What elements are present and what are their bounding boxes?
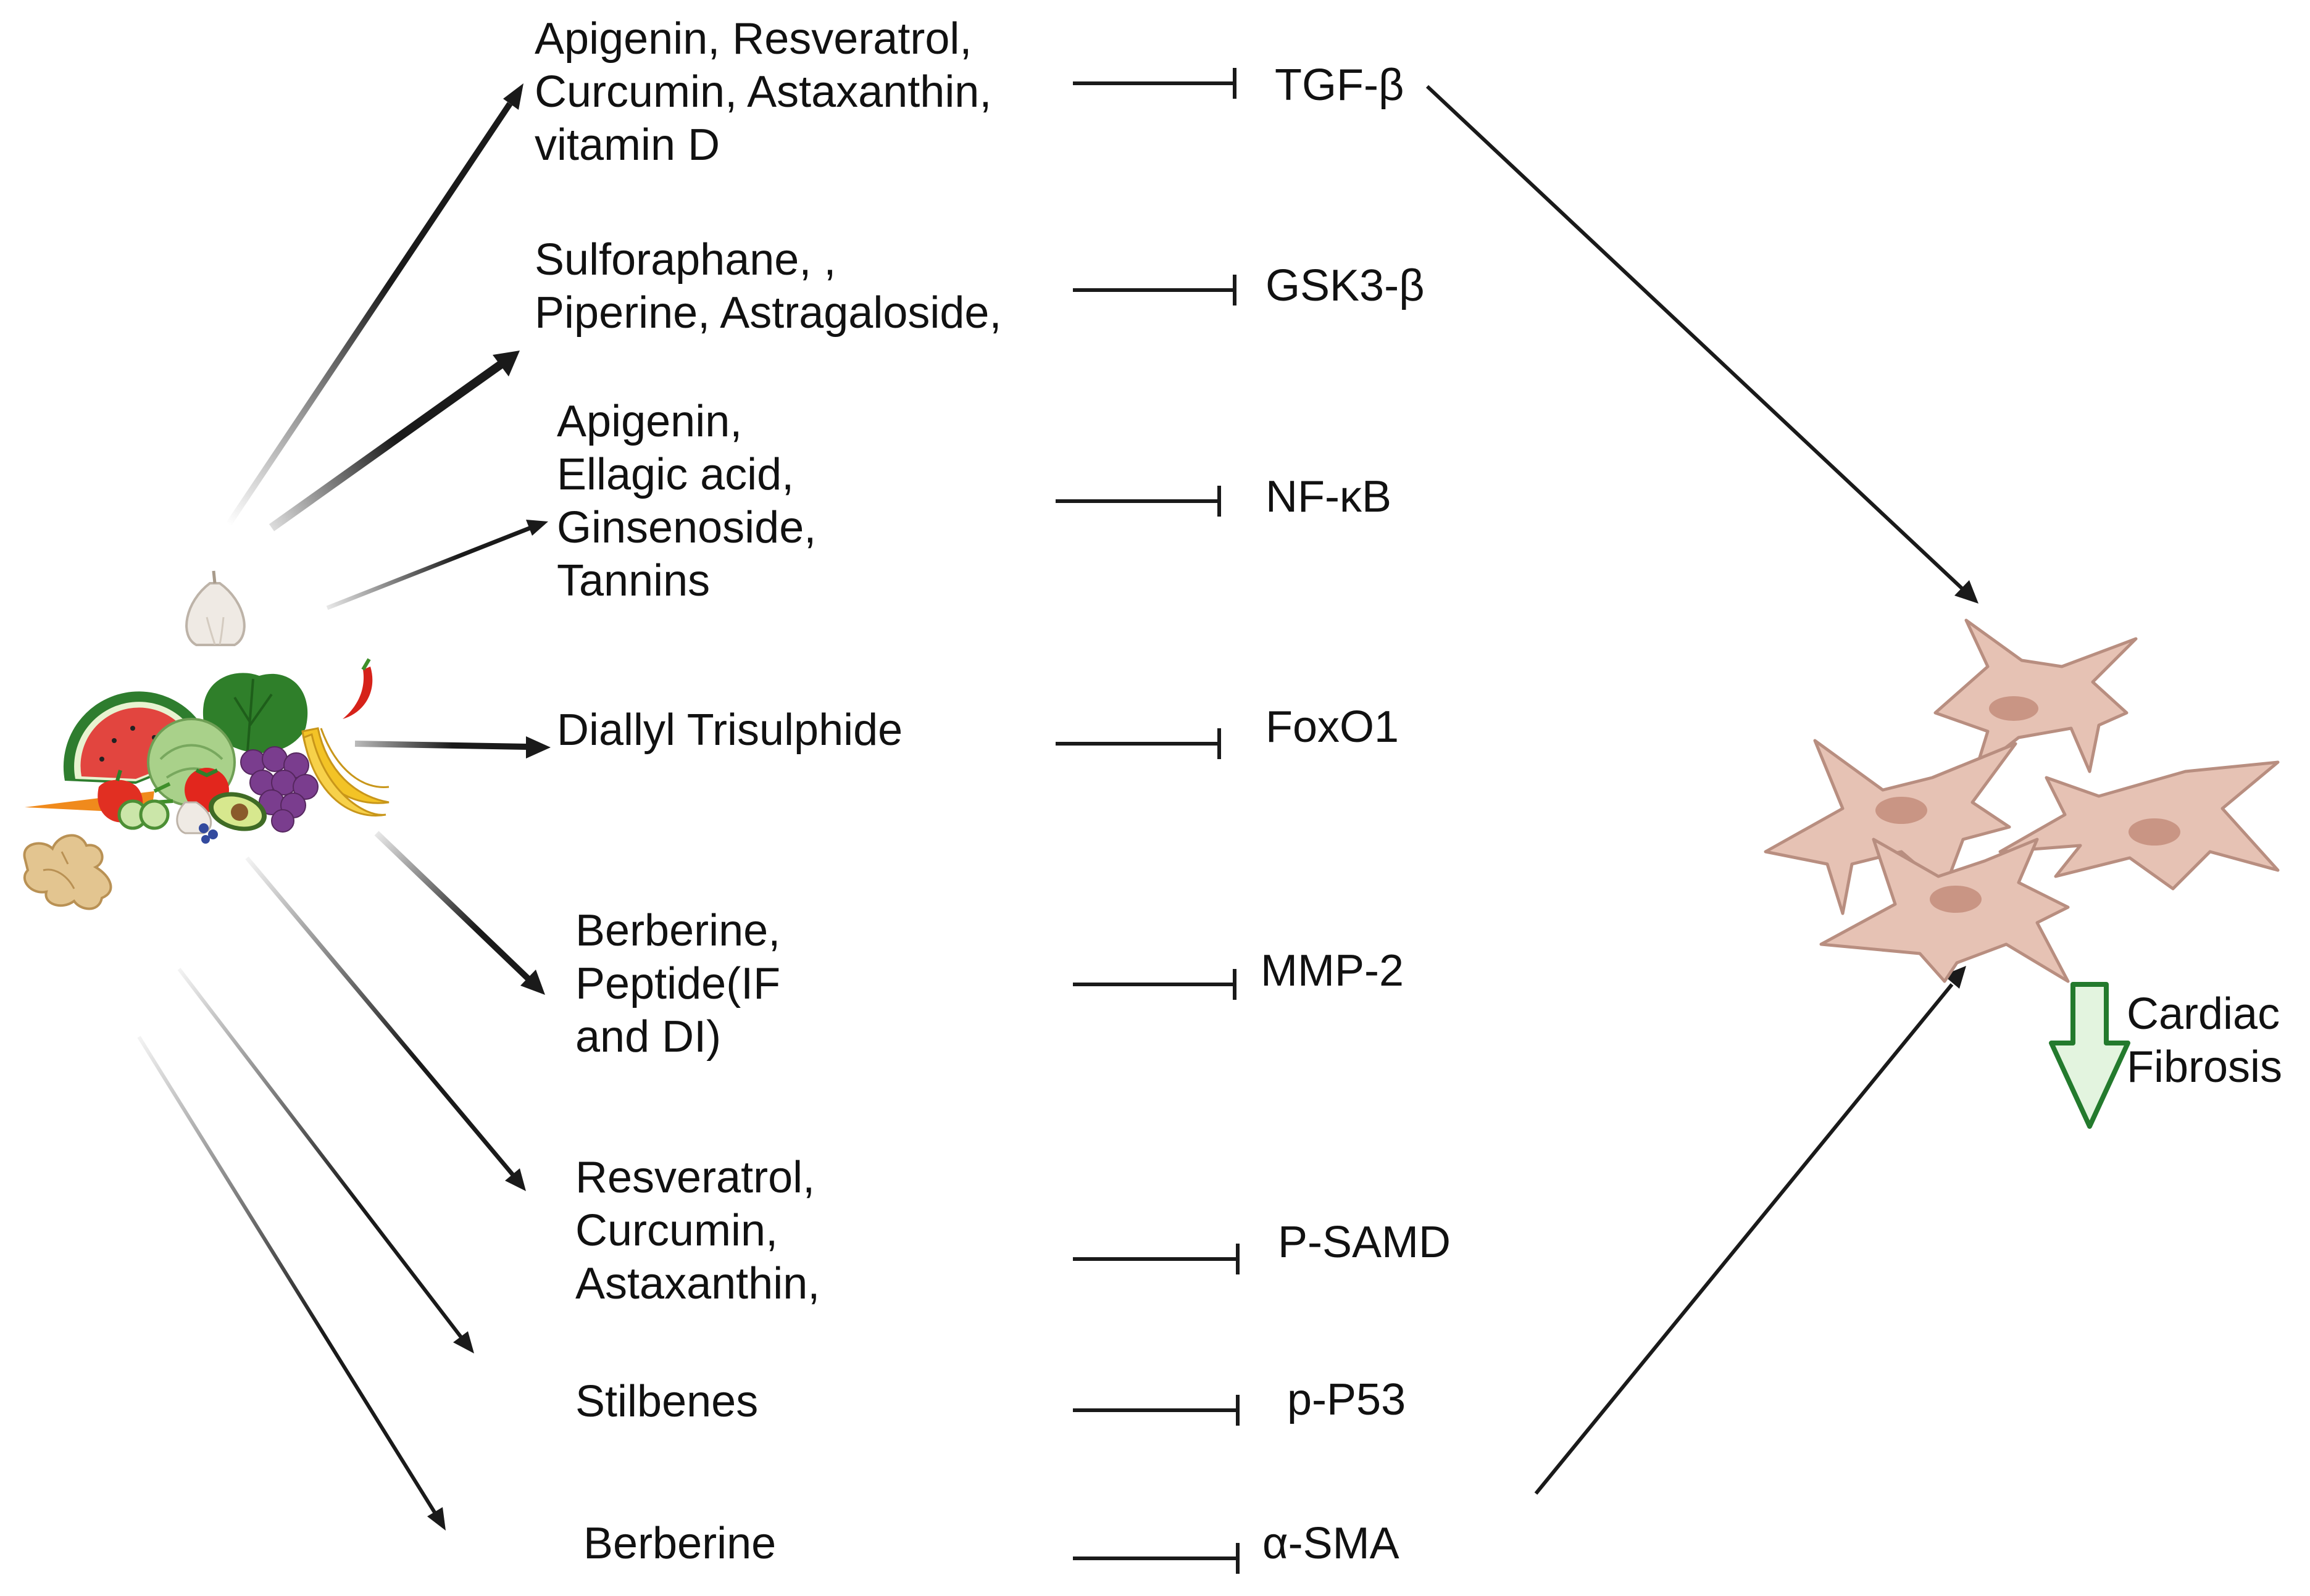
target-p-samd: P-SAMD bbox=[1278, 1218, 1451, 1267]
target-gsk3-beta: GSK3-β bbox=[1265, 261, 1425, 310]
compound-line: Apigenin, bbox=[557, 397, 743, 446]
inhibit-foxo1 bbox=[1056, 728, 1221, 759]
alpha-sma-to-cells-arrow bbox=[1534, 966, 1966, 1495]
tgf-beta-to-cells-arrow bbox=[1425, 85, 1979, 604]
compound-line: Apigenin, Resveratrol, bbox=[535, 14, 972, 64]
compound-line: Ellagic acid, bbox=[557, 450, 794, 499]
source-arrow-1 bbox=[225, 83, 523, 526]
ginger-icon bbox=[23, 834, 112, 910]
fruits-vegetables-spices-icon bbox=[23, 570, 390, 910]
outcome-label: Cardiac Fibrosis bbox=[2127, 987, 2282, 1094]
inhibit-p-samd bbox=[1073, 1244, 1240, 1274]
compound-group-8: Berberine bbox=[583, 1517, 776, 1570]
inhibit-mmp-2 bbox=[1073, 969, 1236, 1000]
inhibit-gsk3-beta bbox=[1073, 275, 1236, 305]
source-arrow-6 bbox=[245, 856, 526, 1191]
fibroblast-cell bbox=[1933, 618, 2138, 773]
target-tgf-beta: TGF-β bbox=[1275, 60, 1404, 110]
source-arrow-8 bbox=[137, 1036, 446, 1531]
compound-line: Ginsenoside, bbox=[557, 503, 817, 552]
fibroblast-cell bbox=[1819, 837, 2070, 983]
compound-group-4: Diallyl Trisulphide bbox=[557, 704, 903, 757]
down-arrow-icon bbox=[2049, 982, 2130, 1129]
source-arrow-7 bbox=[177, 968, 474, 1353]
compound-line: Piperine, Astragaloside, bbox=[535, 288, 1002, 338]
compound-line: Sulforaphane, , bbox=[535, 235, 836, 285]
target-alpha-sma: α-SMA bbox=[1262, 1519, 1399, 1568]
compound-group-3: Apigenin, Ellagic acid, Ginsenoside, Tan… bbox=[557, 395, 816, 607]
chili-icon bbox=[343, 658, 373, 719]
grapes-icon bbox=[240, 746, 319, 833]
compound-group-7: Stilbenes bbox=[575, 1375, 758, 1428]
compound-line: Berberine bbox=[583, 1519, 777, 1568]
compound-line: Stilbenes bbox=[575, 1377, 759, 1426]
banana-icon bbox=[301, 727, 390, 817]
compound-line: Peptide(IF bbox=[575, 959, 781, 1008]
inhibit-tgf-beta bbox=[1073, 68, 1236, 99]
garlic-icon bbox=[185, 570, 246, 646]
source-arrows bbox=[137, 83, 551, 1531]
compound-line: Curcumin, Astaxanthin, bbox=[535, 67, 992, 117]
target-nf-kb: NF-κB bbox=[1265, 472, 1391, 522]
blueberries-icon bbox=[199, 823, 218, 844]
outcome-line-1: Cardiac bbox=[2127, 989, 2280, 1039]
inhibit-alpha-sma bbox=[1073, 1543, 1240, 1574]
target-mmp-2: MMP-2 bbox=[1261, 946, 1404, 995]
compound-line: Resveratrol, bbox=[575, 1153, 815, 1202]
inhibit-nf-kb bbox=[1056, 486, 1221, 517]
compound-line: Astaxanthin, bbox=[575, 1259, 820, 1308]
fibroblast-cell bbox=[1764, 739, 2017, 915]
fibroblast-cell bbox=[1998, 760, 2280, 891]
compound-line: Berberine, bbox=[575, 906, 781, 955]
compound-line: Curcumin, bbox=[575, 1206, 778, 1255]
compound-group-1: Apigenin, Resveratrol, Curcumin, Astaxan… bbox=[535, 12, 991, 172]
inhibit-p-p53 bbox=[1073, 1395, 1240, 1426]
compound-line: Tannins bbox=[557, 556, 711, 605]
source-arrow-5 bbox=[374, 831, 545, 995]
compound-line: and DI) bbox=[575, 1012, 722, 1062]
source-arrow-3 bbox=[326, 520, 548, 610]
outcome-line-2: Fibrosis bbox=[2127, 1042, 2283, 1092]
source-arrow-2 bbox=[269, 351, 520, 531]
compound-group-5: Berberine, Peptide(IF and DI) bbox=[575, 904, 780, 1063]
compound-line: Diallyl Trisulphide bbox=[557, 705, 903, 755]
kale-icon bbox=[202, 673, 308, 760]
inhibition-lines bbox=[1056, 68, 1240, 1574]
cardiac-fibroblast-cells-icon bbox=[1764, 618, 2280, 983]
avocado-icon bbox=[208, 792, 267, 831]
compound-group-6: Resveratrol, Curcumin, Astaxanthin, bbox=[575, 1151, 820, 1310]
cucumber-icon bbox=[117, 799, 170, 830]
source-arrow-4 bbox=[354, 736, 551, 759]
target-foxo1: FoxO1 bbox=[1265, 702, 1399, 752]
compound-line: vitamin D bbox=[535, 120, 720, 170]
target-p-p53: p-P53 bbox=[1287, 1375, 1406, 1424]
compound-group-2: Sulforaphane, , Piperine, Astragaloside, bbox=[535, 233, 1001, 339]
